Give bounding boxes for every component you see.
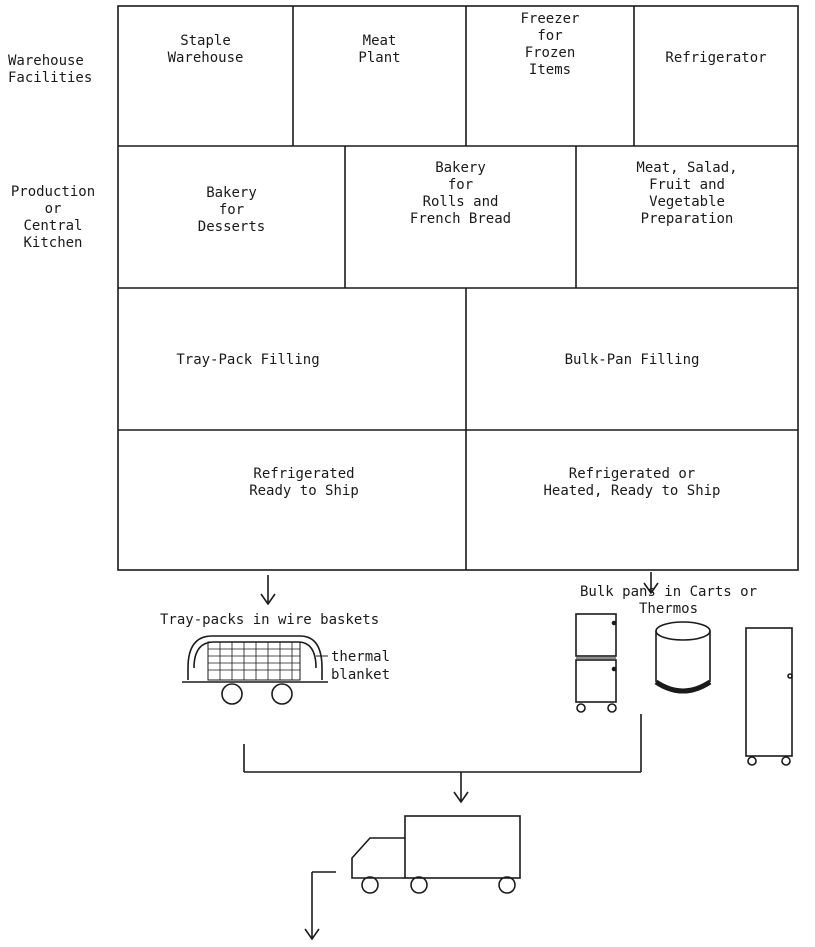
- bulk-pans-label: Bulk pans in Carts or Thermos: [580, 584, 757, 618]
- tall-cart-icon: [746, 628, 792, 765]
- refrigerated-ready-cell: Refrigerated Ready to Ship: [118, 460, 490, 506]
- bulk-pan-filling-cell: Bulk-Pan Filling: [466, 346, 798, 374]
- meat-plant-cell: Meat Plant: [293, 27, 466, 87]
- bulk-pan-cart-icon: [576, 614, 616, 712]
- connector-to-truck: [244, 714, 641, 802]
- delivery-truck-icon: [352, 816, 520, 893]
- staple-warehouse-cell: Staple Warehouse: [118, 27, 293, 87]
- bakery-rolls-cell: Bakery for Rolls and French Bread: [345, 154, 576, 244]
- production-kitchen-label: Production or Central Kitchen: [8, 184, 98, 252]
- arrow-down-left: [261, 575, 275, 604]
- bakery-desserts-cell: Bakery for Desserts: [118, 170, 345, 250]
- refrigerated-heated-ready-cell: Refrigerated or Heated, Ready to Ship: [466, 460, 798, 506]
- tray-pack-filling-cell: Tray-Pack Filling: [118, 346, 378, 374]
- warehouse-facilities-label: Warehouse Facilities: [8, 53, 92, 87]
- tray-packs-label: Tray-packs in wire baskets: [160, 612, 379, 629]
- arrow-down-final: [305, 872, 336, 939]
- meat-salad-prep-cell: Meat, Salad, Fruit and Vegetable Prepara…: [576, 154, 798, 244]
- thermal-blanket-label: thermal blanket: [331, 648, 390, 684]
- refrigerator-cell: Refrigerator: [634, 44, 798, 84]
- thermos-icon: [656, 622, 710, 691]
- tray-pack-cart-icon: [182, 636, 328, 704]
- freezer-cell: Freezer for Frozen Items: [466, 5, 634, 105]
